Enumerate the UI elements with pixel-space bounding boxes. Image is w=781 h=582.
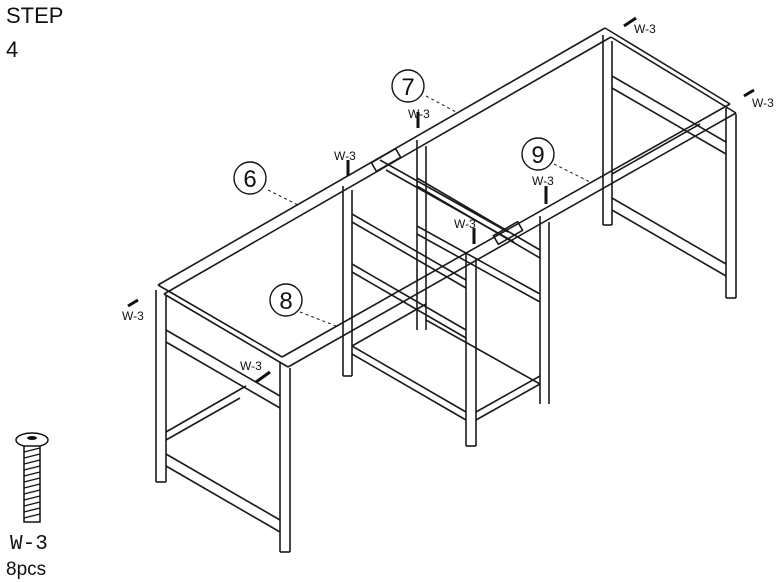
screw-marker: W-3 <box>122 298 144 323</box>
screw-label: W-3 <box>408 107 430 121</box>
left-end-frame <box>155 290 291 553</box>
screw-label: W-3 <box>634 22 656 36</box>
screw-marker: W-3 <box>240 359 271 384</box>
callout-number: 9 <box>531 142 544 169</box>
screw-label: W-3 <box>122 309 144 323</box>
callout-6: 6 <box>233 161 267 195</box>
screw-marker: W-3 <box>408 107 430 128</box>
callout-8: 8 <box>269 283 303 317</box>
callout-number: 8 <box>279 288 292 315</box>
callout-leaders <box>267 95 591 327</box>
middle-shelf-unit <box>342 140 550 447</box>
screw-marker: W-3 <box>743 88 774 110</box>
screw-label: W-3 <box>240 359 262 373</box>
step-title: STEP <box>6 3 64 28</box>
screw-label: W-3 <box>454 217 476 231</box>
part-code: W-3 <box>10 533 48 556</box>
screw-label: W-3 <box>532 174 554 188</box>
callout-number: 6 <box>243 166 256 193</box>
step-number: 4 <box>6 37 19 62</box>
screw-marker: W-3 <box>532 174 554 204</box>
callout-9: 9 <box>521 137 555 171</box>
screw-marker: W-3 <box>334 149 356 176</box>
screw-label: W-3 <box>752 96 774 110</box>
screw-label: W-3 <box>334 149 356 163</box>
screw-marker: W-3 <box>623 16 656 36</box>
right-end-frame <box>602 35 737 299</box>
screw-icon <box>15 432 49 523</box>
top-frame-rails <box>157 27 737 368</box>
screw-markers: W-3 W-3 W-3 W-3 W-3 W-3 W-3 W-3 <box>122 16 774 384</box>
screw-marker: W-3 <box>454 217 476 244</box>
callout-7: 7 <box>391 69 425 103</box>
callout-number: 7 <box>401 74 414 101</box>
part-quantity: 8pcs <box>6 559 47 580</box>
